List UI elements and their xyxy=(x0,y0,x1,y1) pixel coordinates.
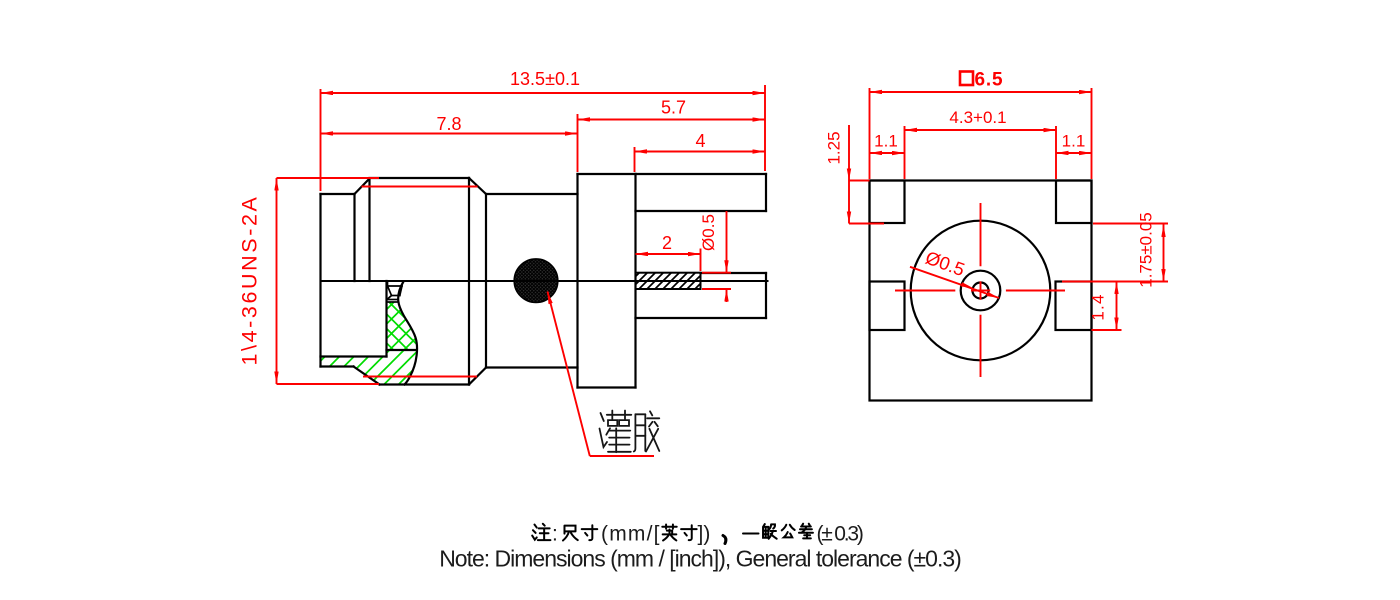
svg-text:1.75±0.05: 1.75±0.05 xyxy=(1137,212,1156,288)
svg-text:1.1: 1.1 xyxy=(874,132,898,151)
svg-text:7.8: 7.8 xyxy=(436,114,461,134)
svg-text:1.4: 1.4 xyxy=(1089,293,1108,320)
svg-text:6.5: 6.5 xyxy=(975,70,1004,91)
svg-text:Ø0.5: Ø0.5 xyxy=(699,214,718,251)
svg-text:13.5±0.1: 13.5±0.1 xyxy=(510,69,580,89)
svg-text:Note: Dimensions (mm / [inch]): Note: Dimensions (mm / [inch]), General … xyxy=(439,546,961,572)
svg-text::: : xyxy=(552,523,558,546)
svg-text:4.3+0.1: 4.3+0.1 xyxy=(949,108,1006,127)
svg-text:1.1: 1.1 xyxy=(1062,132,1086,151)
svg-text:1\4-36UNS-2A: 1\4-36UNS-2A xyxy=(238,194,262,365)
svg-text:Ø0.5: Ø0.5 xyxy=(923,247,968,280)
svg-text:1.25: 1.25 xyxy=(825,131,844,164)
svg-text:(± 0.3): (± 0.3) xyxy=(817,523,863,546)
svg-text:(mm/[: (mm/[ xyxy=(601,523,661,546)
svg-text:5.7: 5.7 xyxy=(661,98,686,118)
svg-text:]): ]) xyxy=(698,523,711,546)
svg-text:2: 2 xyxy=(662,233,672,253)
svg-text:4: 4 xyxy=(695,131,705,151)
